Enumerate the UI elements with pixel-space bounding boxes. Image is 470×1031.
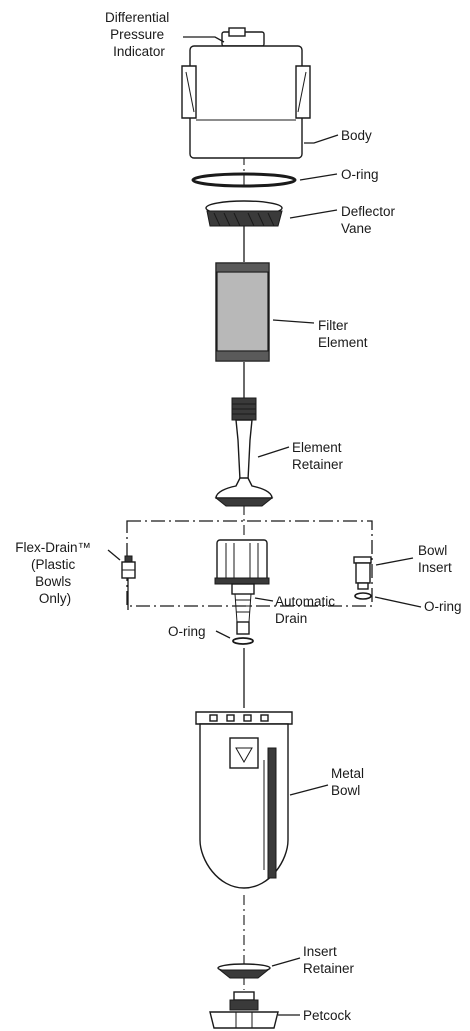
- label-filter-element: Filter Element: [318, 318, 368, 350]
- part-labels: Differential Pressure Indicator Body O-r…: [15, 10, 461, 1023]
- label-o-ring-left: O-ring: [168, 624, 206, 639]
- element-retainer-part: [214, 397, 274, 507]
- optional-parts-group-box: [126, 520, 373, 607]
- label-element-retainer: Element Retainer: [292, 440, 345, 472]
- filter-element-part: [215, 262, 270, 362]
- deflector-vane-part: [205, 200, 283, 227]
- flex-drain-part: [121, 555, 136, 610]
- label-flex-drain: Flex-Drain™ (Plastic Bowls Only): [15, 540, 95, 606]
- label-body: Body: [341, 128, 372, 143]
- label-automatic-drain: Automatic Drain: [275, 594, 339, 626]
- label-petcock: Petcock: [303, 1008, 351, 1023]
- bowl-insert-part: [353, 556, 372, 590]
- body-part: [181, 27, 311, 159]
- label-deflector-vane: Deflector Vane: [341, 204, 399, 236]
- label-metal-bowl: Metal Bowl: [331, 766, 368, 798]
- o-ring-left-part: [232, 637, 254, 645]
- label-differential-pressure-indicator: Differential Pressure Indicator: [105, 10, 173, 59]
- petcock-part: [209, 991, 279, 1029]
- label-o-ring-top: O-ring: [341, 167, 379, 182]
- automatic-drain-part: [214, 539, 270, 635]
- label-insert-retainer: Insert Retainer: [303, 944, 355, 976]
- leader-lines: [107, 36, 422, 1016]
- insert-retainer-part: [217, 963, 271, 979]
- o-ring-top-part: [191, 172, 297, 188]
- metal-bowl-part: [195, 711, 293, 889]
- o-ring-right-part: [354, 592, 372, 600]
- label-o-ring-right: O-ring: [424, 599, 462, 614]
- label-bowl-insert: Bowl Insert: [418, 543, 452, 575]
